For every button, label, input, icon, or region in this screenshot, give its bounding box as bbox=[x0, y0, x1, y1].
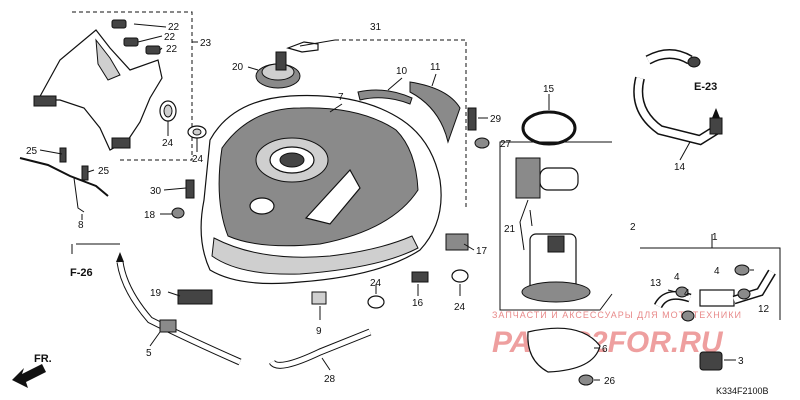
callout-25b: 25 bbox=[98, 166, 110, 177]
pump-plate-6 bbox=[527, 327, 601, 373]
breather-hose-5 bbox=[116, 261, 242, 366]
collar-18 bbox=[171, 207, 185, 219]
callout-24c: 24 bbox=[370, 278, 382, 289]
cover-rib bbox=[95, 38, 121, 81]
bolt-25b bbox=[81, 165, 89, 181]
callout-12: 12 bbox=[758, 304, 770, 315]
front-direction-indicator: FR. bbox=[12, 353, 52, 388]
callout-7: 7 bbox=[338, 92, 344, 103]
callout-22b: 22 bbox=[164, 32, 176, 43]
callout-21: 21 bbox=[504, 224, 516, 235]
grommet-24c bbox=[367, 295, 385, 309]
callout-11: 11 bbox=[430, 62, 441, 73]
fuel-filter-kit bbox=[640, 247, 781, 371]
callout-14: 14 bbox=[674, 162, 686, 173]
bolt-30 bbox=[185, 179, 195, 199]
callout-9: 9 bbox=[316, 326, 322, 337]
callout-3: 3 bbox=[738, 356, 744, 367]
callout-27: 27 bbox=[500, 139, 512, 150]
leader-lines bbox=[39, 23, 754, 381]
ref-arrow-e23 bbox=[712, 108, 720, 118]
callout-5: 5 bbox=[146, 348, 152, 359]
callout-29: 29 bbox=[490, 114, 502, 125]
callout-28: 28 bbox=[324, 374, 336, 385]
clip-19 bbox=[177, 289, 213, 305]
gasket-15 bbox=[521, 110, 577, 146]
washer-27 bbox=[474, 137, 490, 149]
ref-f26-label: F-26 bbox=[70, 267, 93, 279]
callout-15: 15 bbox=[543, 84, 555, 95]
group-bracket-23 bbox=[72, 11, 193, 161]
rubber-pad-1 bbox=[111, 19, 127, 29]
nut-26 bbox=[578, 374, 594, 386]
grommet-24d bbox=[451, 269, 469, 283]
fuel-pump-assembly bbox=[499, 141, 613, 311]
bolt-25a bbox=[59, 147, 67, 163]
fuel-tank bbox=[200, 94, 442, 285]
callout-20: 20 bbox=[232, 62, 244, 73]
ref-arrow-f26 bbox=[116, 252, 124, 262]
callout-17: 17 bbox=[476, 246, 488, 257]
harness-bracket-assembly bbox=[19, 147, 109, 213]
callout-6: 6 bbox=[602, 344, 608, 355]
callout-22c: 22 bbox=[166, 44, 178, 55]
watermark-title: PARTS2FOR.RU bbox=[492, 326, 724, 359]
hose-clamp-5 bbox=[159, 319, 177, 333]
cover-clip bbox=[111, 137, 131, 149]
callout-19: 19 bbox=[150, 288, 162, 299]
group-bracket-31 bbox=[335, 39, 467, 210]
diagram-code: K334F2100B bbox=[716, 386, 769, 396]
callout-8: 8 bbox=[78, 220, 84, 231]
watermark-subtitle: ЗАПЧАСТИ И АКСЕССУАРЫ ДЛЯ МОТОТЕХНИКИ bbox=[492, 310, 742, 320]
callout-30: 30 bbox=[150, 186, 162, 197]
callout-10: 10 bbox=[396, 66, 408, 77]
bracket-17 bbox=[445, 233, 469, 251]
rubber-pad-3 bbox=[145, 45, 161, 55]
callout-2: 2 bbox=[630, 222, 636, 233]
pad-11 bbox=[409, 81, 461, 144]
filter-cap-3 bbox=[699, 351, 723, 371]
cover-bracket bbox=[33, 95, 57, 107]
callout-numbers: 1 2 3 4 4 4 5 6 7 8 9 10 11 12 13 14 15 … bbox=[26, 22, 770, 387]
callout-18: 18 bbox=[144, 210, 156, 221]
callout-24d: 24 bbox=[454, 302, 466, 313]
tank-top-cover bbox=[36, 29, 163, 151]
callout-24a: 24 bbox=[162, 138, 174, 149]
callout-22a: 22 bbox=[168, 22, 180, 33]
tank-emblem bbox=[304, 168, 361, 225]
ref-e23-label: E-23 bbox=[694, 81, 717, 93]
callout-31: 31 bbox=[370, 22, 382, 33]
callout-4c: 4 bbox=[684, 288, 690, 299]
callout-4a: 4 bbox=[714, 266, 720, 277]
fr-label: FR. bbox=[34, 353, 52, 365]
pad-9 bbox=[311, 291, 327, 305]
callout-4b: 4 bbox=[674, 272, 680, 283]
pad-16 bbox=[411, 271, 429, 283]
rubber-pad-2 bbox=[123, 37, 139, 47]
callout-1: 1 bbox=[712, 232, 718, 243]
callout-16: 16 bbox=[412, 298, 424, 309]
pad-10 bbox=[357, 89, 413, 105]
bolt-29 bbox=[467, 107, 477, 131]
fuel-fill-cap bbox=[255, 41, 319, 89]
callout-25a: 25 bbox=[26, 146, 38, 157]
callout-26: 26 bbox=[604, 376, 616, 387]
callout-24b: 24 bbox=[192, 154, 204, 165]
callout-13: 13 bbox=[650, 278, 662, 289]
tank-cover-assembly bbox=[33, 11, 193, 161]
callout-23: 23 bbox=[200, 38, 212, 49]
